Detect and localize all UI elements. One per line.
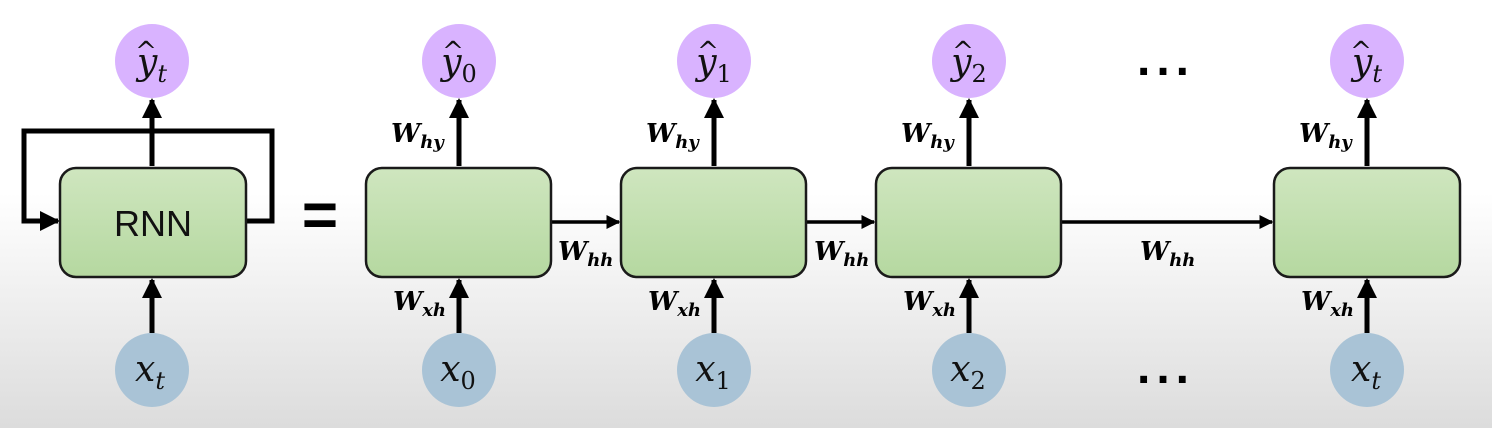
step-0-cell — [364, 166, 553, 279]
step-2-why-label: Why — [901, 119, 955, 153]
whh-labels: Whh Whh Whh — [558, 237, 1195, 271]
step-0-wxh-label: Wxh — [393, 287, 446, 321]
step-t-output-label: yt — [1350, 42, 1382, 88]
step-1-output-hat: ^ — [697, 37, 719, 67]
time-step-2: y2 ^ x2 Why Wxh — [874, 24, 1063, 407]
ellipsis-top: ... — [1137, 33, 1195, 86]
step-2-input-node — [932, 333, 1006, 407]
step-1-cell — [619, 166, 808, 279]
folded-output-node — [115, 24, 189, 98]
ellipsis-bottom: ... — [1137, 341, 1195, 394]
step-t-wxh-label: Wxh — [1301, 287, 1354, 321]
step-2-output-label: y2 — [949, 42, 987, 88]
step-1-output-node — [677, 24, 751, 98]
step-t-input-node — [1330, 333, 1404, 407]
step-t-why-label: Why — [1299, 119, 1353, 153]
step-2-output-hat: ^ — [952, 37, 974, 67]
step-t-output-node — [1330, 24, 1404, 98]
folded-input-label: xt — [135, 349, 165, 395]
time-step-0: y0 ^ x0 Why Wxh — [364, 24, 553, 407]
step-t-cell — [1272, 166, 1462, 279]
time-step-t: yt ^ xt Why Wxh — [1272, 24, 1462, 407]
folded-output-label: yt — [135, 42, 167, 88]
whh-label-0: Whh — [558, 237, 613, 271]
step-2-cell — [874, 166, 1063, 279]
whh-label-1: Whh — [814, 237, 869, 271]
step-1-wxh-label: Wxh — [648, 287, 701, 321]
step-0-input-label: x0 — [440, 349, 476, 395]
step-0-output-label: y0 — [439, 42, 477, 88]
step-0-why-label: Why — [391, 119, 445, 153]
rnn-cell-label: RNN — [114, 203, 192, 244]
step-1-input-node — [677, 333, 751, 407]
step-1-input-label: x1 — [695, 349, 731, 395]
rnn-cell — [58, 166, 248, 279]
folded-input-node — [115, 333, 189, 407]
time-step-1: y1 ^ x1 Why Wxh — [619, 24, 808, 407]
whh-label-2: Whh — [1140, 237, 1195, 271]
folded-output-hat: ^ — [135, 37, 157, 67]
step-0-input-node — [422, 333, 496, 407]
step-1-why-label: Why — [646, 119, 700, 153]
step-2-wxh-label: Wxh — [903, 287, 956, 321]
folded-rnn: RNN yt ^ xt — [21, 24, 275, 407]
recurrent-loop-arrow — [21, 128, 275, 231]
step-2-output-node — [932, 24, 1006, 98]
step-0-output-node — [422, 24, 496, 98]
step-t-output-hat: ^ — [1350, 37, 1372, 67]
step-2-input-label: x2 — [950, 349, 986, 395]
step-t-input-label: xt — [1351, 349, 1381, 395]
step-0-output-hat: ^ — [442, 37, 464, 67]
equals-sign: = — [302, 181, 338, 250]
step-1-output-label: y1 — [694, 42, 732, 88]
